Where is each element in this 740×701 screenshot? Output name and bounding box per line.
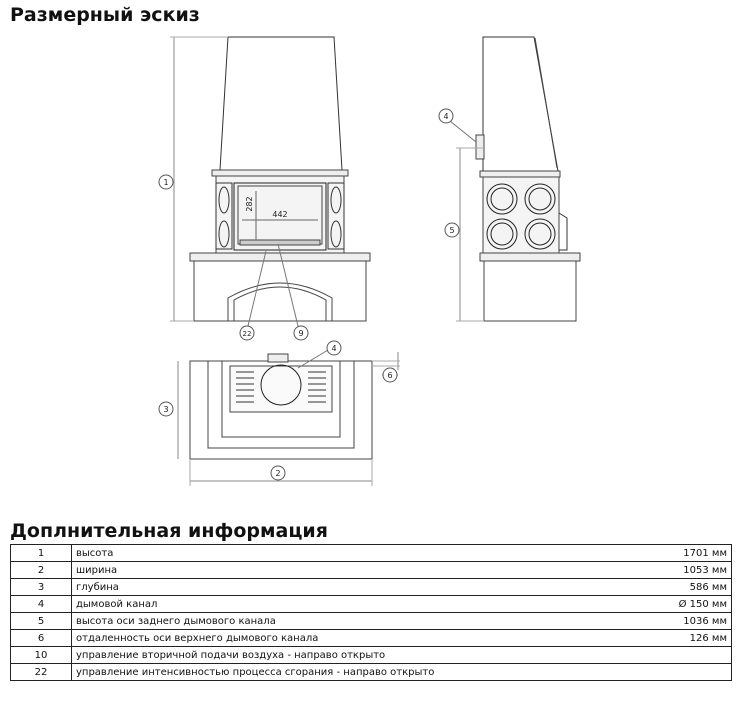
callout-1: 1 [163, 178, 168, 187]
callout-5: 5 [449, 226, 454, 235]
callout-3: 3 [163, 405, 168, 414]
row-number: 5 [10, 612, 72, 630]
row-number: 3 [10, 578, 72, 596]
tile-right [327, 182, 345, 250]
front-view [170, 36, 371, 327]
row-label: высота [71, 544, 643, 562]
row-value: 1701 мм [643, 544, 732, 562]
table-row: 3 глубина 586 мм [10, 578, 732, 596]
table-row: 5 высота оси заднего дымового канала 103… [10, 612, 732, 630]
side-view [449, 36, 581, 322]
row-value: 1053 мм [643, 561, 732, 579]
dim-442: 442 [272, 210, 287, 219]
row-number: 2 [10, 561, 72, 579]
dim-282: 282 [245, 196, 254, 211]
table-row: 22 управление интенсивностью процесса сг… [10, 663, 732, 681]
info-title: Доплнительная информация [10, 520, 328, 542]
callout-4-top: 4 [331, 344, 336, 353]
table-row: 1 высота 1701 мм [10, 544, 732, 562]
row-label: отдаленность оси верхнего дымового канал… [71, 629, 643, 647]
row-value: 586 мм [643, 578, 732, 596]
row-number: 22 [10, 663, 72, 681]
dimension-sketch: 1 3 2 22 9 4 5 4 6 442 282 [158, 36, 581, 486]
row-label: дымовой канал [71, 595, 643, 613]
specs-table: 1 высота 1701 мм 2 ширина 1053 мм 3 глуб… [10, 544, 732, 681]
sketch-title: Размерный эскиз [10, 4, 200, 26]
row-number: 6 [10, 629, 72, 647]
callout-2: 2 [275, 469, 280, 478]
row-value: 1036 мм [643, 612, 732, 630]
callout-9: 9 [298, 329, 303, 338]
tile-left [215, 182, 233, 250]
row-value: Ø 150 мм [643, 595, 732, 613]
table-row: 2 ширина 1053 мм [10, 561, 732, 579]
row-label: глубина [71, 578, 643, 596]
row-value: 126 мм [643, 629, 732, 647]
row-label: ширина [71, 561, 643, 579]
row-number: 1 [10, 544, 72, 562]
row-label: высота оси заднего дымового канала [71, 612, 643, 630]
table-row: 6 отдаленность оси верхнего дымового кан… [10, 629, 732, 647]
row-label: управление интенсивностью процесса сгора… [71, 663, 732, 681]
row-number: 4 [10, 595, 72, 613]
side-tiles [486, 183, 556, 250]
row-number: 10 [10, 646, 72, 664]
callout-22: 22 [243, 330, 252, 338]
top-view [177, 349, 400, 486]
callout-6: 6 [387, 371, 392, 380]
table-row: 10 управление вторичной подачи воздуха -… [10, 646, 732, 664]
row-label: управление вторичной подачи воздуха - на… [71, 646, 732, 664]
table-row: 4 дымовой канал Ø 150 мм [10, 595, 732, 613]
callout-4-side: 4 [443, 112, 448, 121]
